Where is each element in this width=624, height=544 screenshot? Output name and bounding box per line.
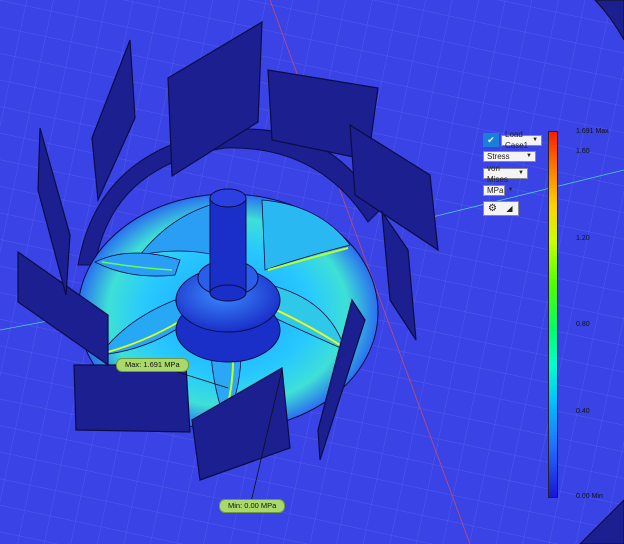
disc-edge [594, 0, 624, 41]
guide-vanes [17, 20, 439, 481]
stress-component-dropdown[interactable]: von Mises ▼ [483, 164, 528, 184]
legend-max-label: 1.691 Max [576, 128, 609, 135]
axis-line [419, 169, 624, 221]
legend-tools: ⚙ ◢ [483, 201, 519, 216]
load-case-label: Load Case1 [505, 130, 529, 150]
chevron-down-icon: ▼ [507, 187, 514, 193]
color-legend-bar [548, 131, 558, 498]
legend-tick: 0.80 [576, 321, 590, 328]
result-type-dropdown[interactable]: Stress ▼ [483, 151, 536, 162]
legend-tick: 1.60 [576, 148, 590, 155]
load-case-dropdown[interactable]: Load Case1 ▼ [501, 130, 542, 150]
check-results-icon[interactable]: ✔ [483, 133, 499, 147]
gear-icon[interactable]: ⚙ [488, 203, 497, 214]
legend-tick: 0.40 [576, 408, 590, 415]
min-leader-line [250, 369, 283, 503]
chevron-down-icon: ▼ [518, 170, 524, 176]
chevron-down-icon: ▼ [526, 153, 532, 159]
chevron-down-icon: ▼ [532, 136, 539, 143]
legend-min-label: 0.00 Min [576, 493, 603, 500]
result-type-label: Stress [487, 152, 510, 161]
shaft [209, 188, 247, 302]
legend-tick: 1.20 [576, 235, 590, 242]
max-stress-callout[interactable]: Max: 1.691 MPa [116, 358, 189, 372]
disc-edge [579, 499, 624, 544]
min-stress-callout[interactable]: Min: 0.00 MPa [219, 499, 286, 513]
unit-label: MPa [487, 186, 504, 195]
triangle-ruler-icon[interactable]: ◢ [506, 204, 513, 213]
unit-dropdown[interactable]: MPa ▼ [483, 185, 513, 196]
load-case-row: ✔ Load Case1 ▼ [483, 130, 542, 150]
stress-component-label: von Mises [487, 163, 508, 184]
